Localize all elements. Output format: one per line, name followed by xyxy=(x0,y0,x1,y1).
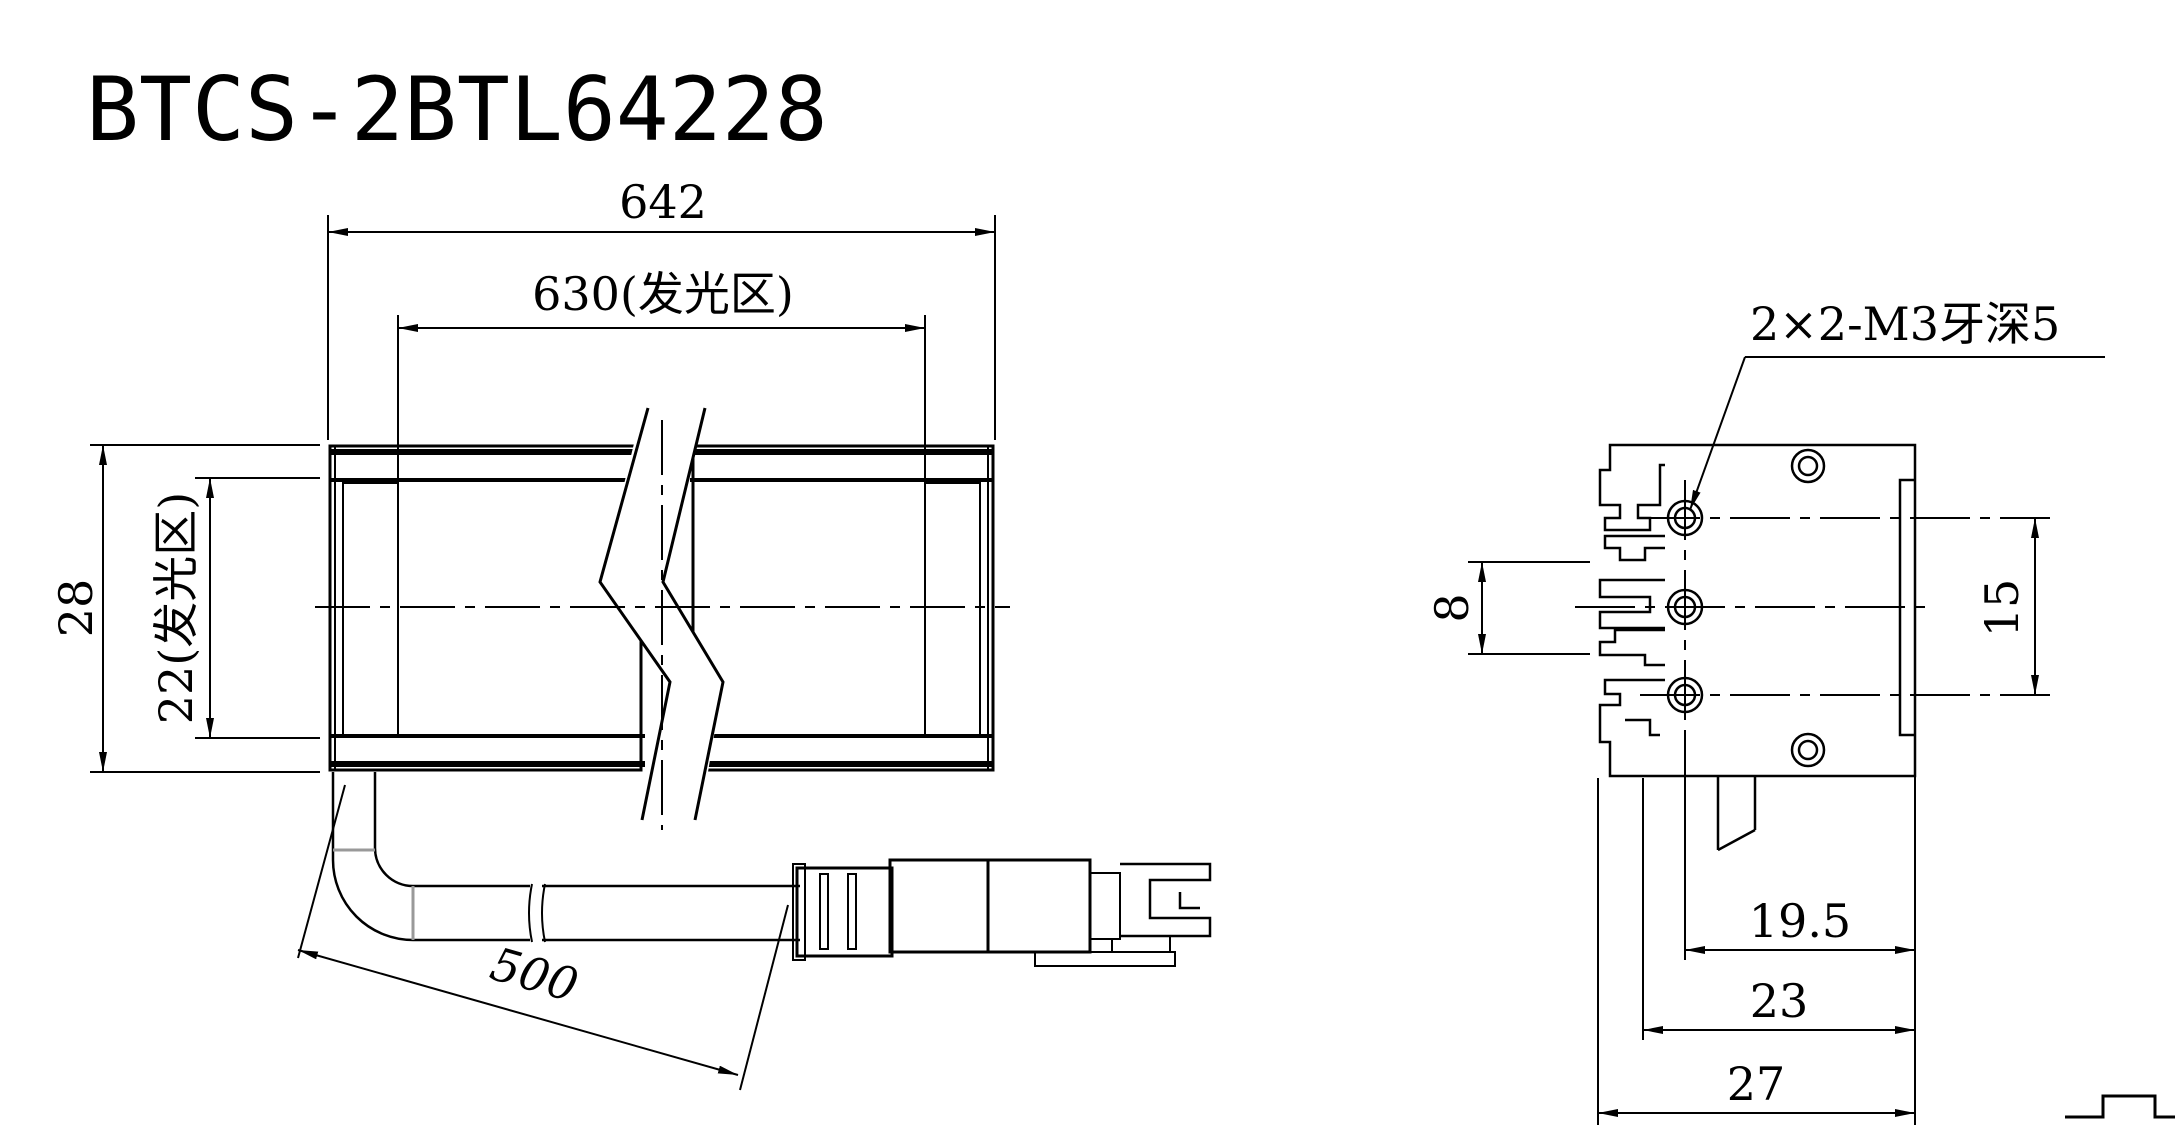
dim-22-label: 22(发光区) xyxy=(149,492,203,724)
dim-27-label: 27 xyxy=(1727,1057,1786,1111)
dim-line-500 xyxy=(297,949,739,1076)
thread-leader xyxy=(1689,356,1746,511)
cable-inner xyxy=(373,772,800,888)
dim-500-label: 500 xyxy=(485,937,584,1013)
drawing-title: BTCS-2BTL64228 xyxy=(86,58,828,161)
break-line-right xyxy=(661,407,725,821)
cable-connector xyxy=(792,858,1212,967)
dim-630-label: 630(发光区) xyxy=(532,267,794,321)
screw-hole-upper xyxy=(1790,448,1826,484)
thread-callout-label: 2×2-M3牙深5 xyxy=(1750,297,2060,351)
cable-outer xyxy=(331,772,800,942)
dim-15-label: 15 xyxy=(1975,579,2029,638)
dim-19-5-label: 19.5 xyxy=(1749,894,1851,948)
side-view xyxy=(1468,356,2105,1125)
dim-28-label: 28 xyxy=(49,579,103,638)
dim-23-label: 23 xyxy=(1750,974,1809,1028)
front-view xyxy=(90,215,1212,1091)
edge-symbol xyxy=(2065,1094,2175,1119)
screw-hole-lower xyxy=(1790,732,1826,768)
dim-642-label: 642 xyxy=(619,175,707,229)
dim-8-label: 8 xyxy=(1425,593,1479,622)
break-line-left xyxy=(598,407,672,821)
